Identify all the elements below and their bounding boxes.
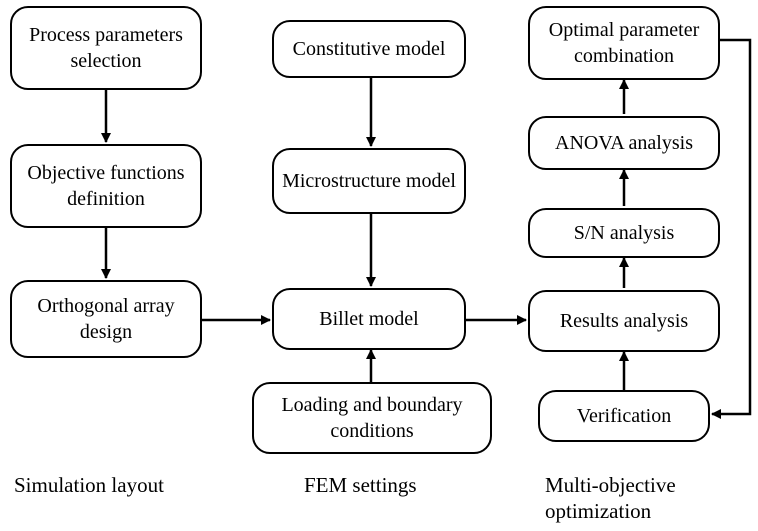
verification-box: Verification <box>538 390 710 442</box>
multi-objective-label-line1: Multi-objective <box>545 473 676 497</box>
multi-objective-label-line2: optimization <box>545 499 652 524</box>
optimal-parameter-box: Optimal parameter combination <box>528 6 720 80</box>
loading-boundary-box: Loading and boundary conditions <box>252 382 492 454</box>
simulation-layout-label: Simulation layout <box>14 473 164 497</box>
constitutive-model-box: Constitutive model <box>272 20 466 78</box>
results-analysis-box: Results analysis <box>528 290 720 352</box>
arrow-optimal-to-verification <box>711 38 752 419</box>
multi-objective-label: Multi-objective optimization <box>545 472 745 525</box>
microstructure-model-box: Microstructure model <box>272 148 466 214</box>
fem-settings-label: FEM settings <box>304 473 417 497</box>
billet-model-box: Billet model <box>272 288 466 350</box>
process-parameters-box: Process parameters selection <box>10 6 202 90</box>
sn-analysis-box: S/N analysis <box>528 208 720 258</box>
orthogonal-array-box: Orthogonal array design <box>10 280 202 358</box>
objective-functions-box: Objective functions definition <box>10 144 202 228</box>
anova-analysis-box: ANOVA analysis <box>528 116 720 170</box>
